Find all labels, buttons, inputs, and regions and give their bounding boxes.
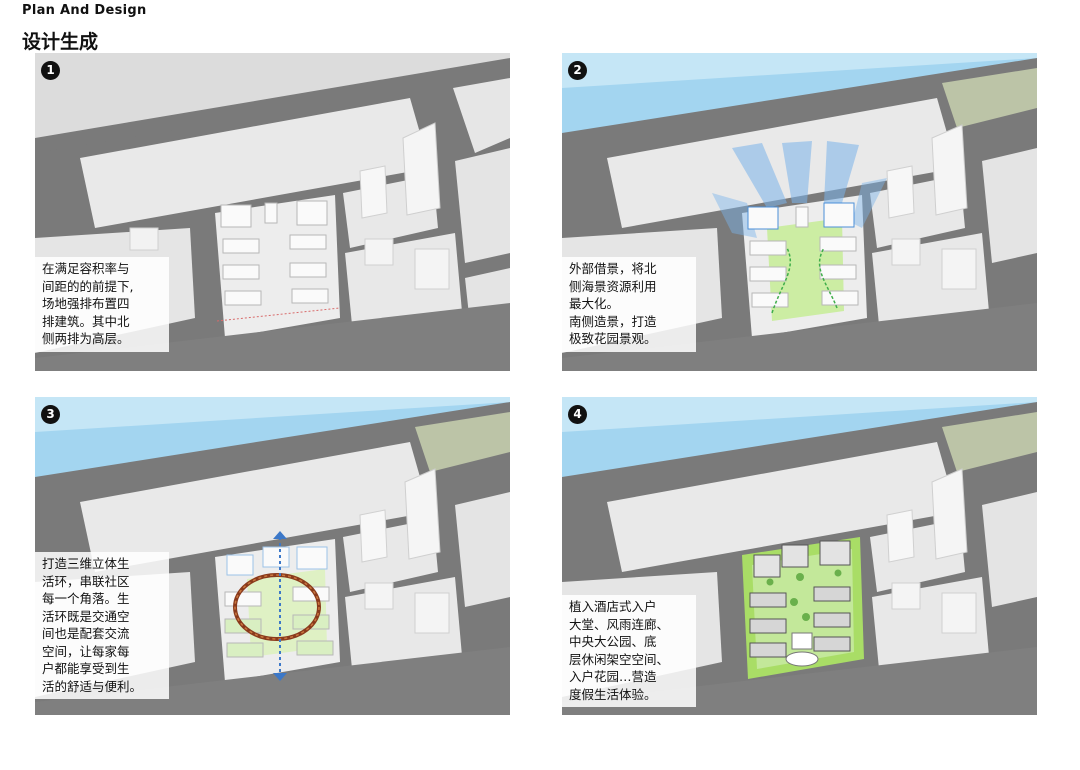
design-step-3-panel: 3 打造三维立体生 活环，串联社区 每一个角落。生 活环既是交通空 间也是配套交… (35, 397, 510, 715)
site-plan-base-1 (35, 53, 510, 371)
step-number-badge: 2 (568, 61, 587, 80)
design-step-1-panel: 1 在满足容积率与 间距的的前提下, 场地强排布置四 排建筑。其中北 侧两排为高… (35, 53, 510, 371)
design-step-2-panel: 2 外部借景，将北 侧海景资源利用 最大化。 南侧造景，打造 极致花园景观。 (562, 53, 1037, 371)
step-3-caption: 打造三维立体生 活环，串联社区 每一个角落。生 活环既是交通空 间也是配套交流 … (35, 552, 169, 699)
step-2-caption: 外部借景，将北 侧海景资源利用 最大化。 南侧造景，打造 极致花园景观。 (562, 257, 696, 352)
header-english-title: Plan And Design (22, 3, 147, 18)
step-1-caption: 在满足容积率与 间距的的前提下, 场地强排布置四 排建筑。其中北 侧两排为高层。 (35, 257, 169, 352)
step-number-badge: 3 (41, 405, 60, 424)
design-step-4-panel: 4 植入酒店式入户 大堂、风雨连廊、 中央大公园、底 层休闲架空空间、 入户花园… (562, 397, 1037, 715)
step-number-badge: 1 (41, 61, 60, 80)
step-number-badge: 4 (568, 405, 587, 424)
step-4-caption: 植入酒店式入户 大堂、风雨连廊、 中央大公园、底 层休闲架空空间、 入户花园…营… (562, 595, 696, 707)
header-chinese-title: 设计生成 (22, 31, 99, 53)
